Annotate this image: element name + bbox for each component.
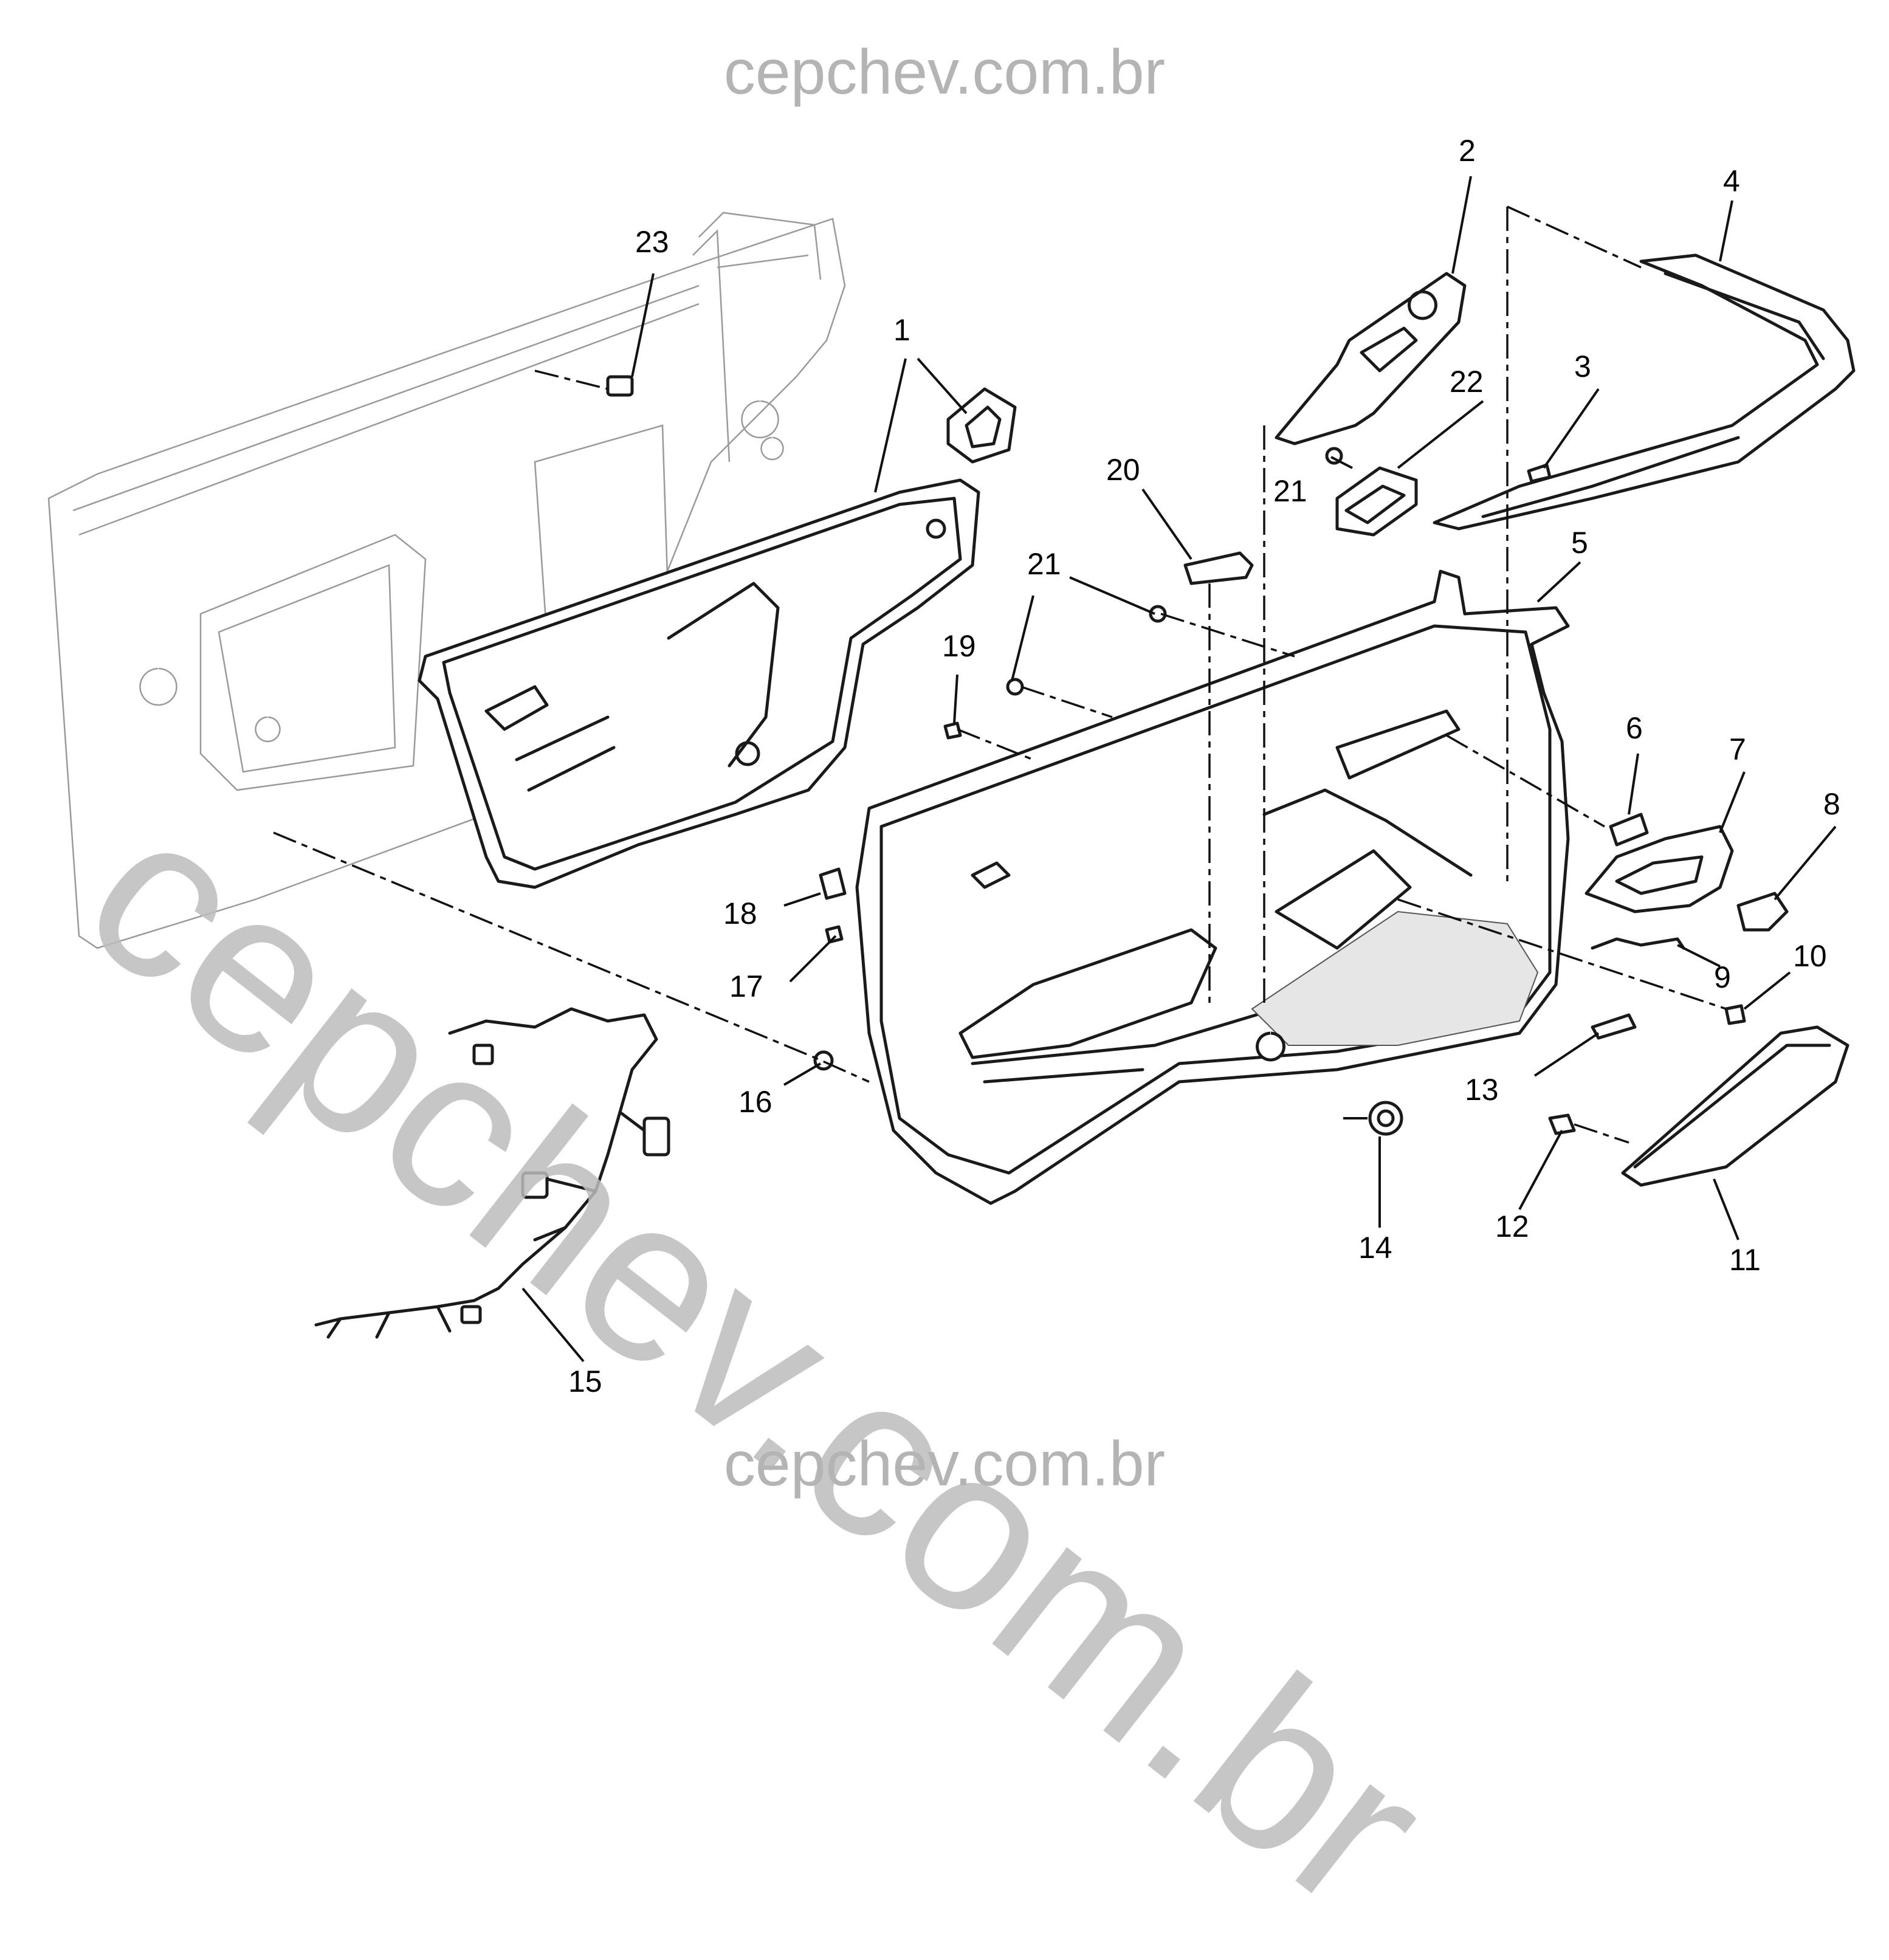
callout-18: 18 (723, 896, 757, 930)
callout-1: 1 (893, 313, 910, 347)
badge-13 (1591, 1013, 1637, 1040)
armrest-pad (1621, 1025, 1849, 1187)
clip-10 (1724, 1004, 1746, 1025)
callout-5: 5 (1571, 526, 1588, 560)
door-trim-panel (855, 569, 1570, 1205)
door-shell (47, 211, 846, 949)
callout-4: 4 (1723, 164, 1740, 198)
callout-21-b: 21 (1273, 474, 1307, 508)
clip-12 (1548, 1113, 1576, 1135)
callout-22: 22 (1450, 365, 1484, 399)
assembly-lines (273, 205, 1727, 1144)
callout-2: 2 (1459, 134, 1476, 168)
callout-21-a: 21 (1027, 547, 1061, 581)
callout-9: 9 (1714, 960, 1731, 994)
grommet-14 (1368, 1101, 1403, 1136)
callout-12: 12 (1495, 1209, 1529, 1243)
callout-15: 15 (568, 1364, 602, 1398)
callout-23: 23 (635, 225, 669, 259)
callout-11: 11 (1729, 1243, 1761, 1277)
cover-8 (1736, 892, 1789, 932)
window-switch-bezel (1275, 272, 1467, 445)
callout-labels: 1 2 3 4 5 6 7 8 9 10 11 12 13 14 15 16 1… (568, 134, 1840, 1398)
pull-handle-bezel (1584, 825, 1734, 913)
callout-10: 10 (1793, 939, 1827, 973)
reflector-20 (1183, 551, 1254, 585)
wiring-harness (314, 1007, 670, 1339)
switch-6 (1609, 813, 1649, 847)
pigtail-9 (1591, 937, 1685, 950)
callout-20: 20 (1106, 453, 1140, 487)
callout-6: 6 (1626, 711, 1643, 745)
clip-23 (606, 375, 634, 397)
window-switch (1335, 466, 1418, 537)
diagram-canvas: 1 2 3 4 5 6 7 8 9 10 11 12 13 14 15 16 1… (47, 134, 1856, 1398)
clip-3 (1527, 463, 1552, 483)
callout-8: 8 (1823, 787, 1840, 821)
leader-lines (521, 176, 1837, 1363)
water-deflector (418, 387, 1017, 889)
watermark-bottom: cepchev.com.br (723, 1429, 1166, 1499)
exploded-parts-diagram: cepchev.com.br (42, 37, 1856, 1957)
callout-14: 14 (1358, 1231, 1392, 1265)
callout-13: 13 (1465, 1073, 1499, 1107)
fasteners (813, 447, 1343, 1071)
callout-17: 17 (729, 969, 763, 1003)
callout-16: 16 (738, 1085, 772, 1119)
callout-7: 7 (1729, 732, 1746, 766)
callout-3: 3 (1574, 349, 1591, 383)
callout-19: 19 (942, 629, 976, 663)
watermark-top: cepchev.com.br (723, 37, 1166, 108)
upper-trim-molding (1433, 253, 1856, 531)
